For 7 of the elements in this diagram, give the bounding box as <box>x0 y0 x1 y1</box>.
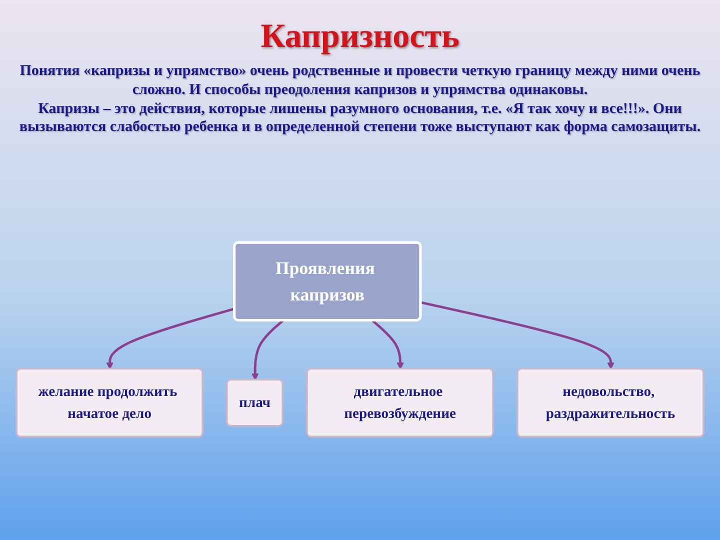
arrow <box>420 302 614 370</box>
arrow <box>252 320 284 381</box>
paragraph-text: Понятия «капризы и упрямство» очень родственные и провести четкую границу между ними очень сложно. И способы преодоления капризов и упрямства одинаковы. <box>18 62 702 100</box>
paragraph-text: Капризы – это действия, которые лишены разумного основания, т.е. «Я так хочу и все!!!». Они вызываются слабостью ребенка и в определенной степени тоже выступают как форма самозащиты. <box>18 100 702 137</box>
arrow <box>372 320 404 370</box>
title: Капризность <box>260 18 460 56</box>
arrow <box>106 308 236 370</box>
